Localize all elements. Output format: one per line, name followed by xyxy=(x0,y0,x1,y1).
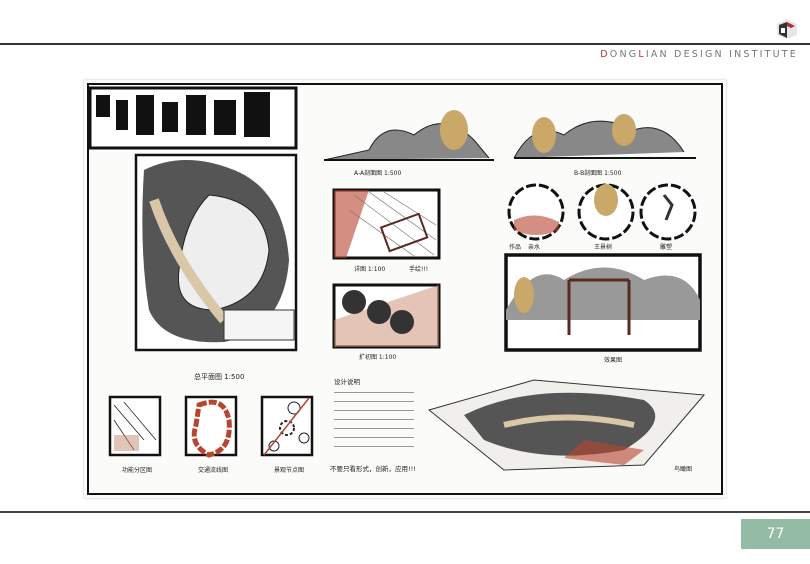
brand-name: DONGLIAN DESIGN INSTITUTE xyxy=(600,49,798,60)
vignette-label: 雕塑 xyxy=(660,244,673,251)
detail-note: 手绘!!! xyxy=(409,266,429,273)
vignette-label: 亲水 xyxy=(528,244,541,251)
aerial-view-title: 鸟瞰图 xyxy=(674,466,693,473)
design-notes-title: 设计说明 xyxy=(334,378,360,386)
perspective-title: 效果图 xyxy=(604,357,623,364)
landscape-design-sheet: 总平面图 1:500 A-A剖面图 1:500 B-B剖面图 1:500 详图 … xyxy=(84,80,726,498)
analysis-title: 景观节点图 xyxy=(274,467,305,474)
perspective-tag: 作品 xyxy=(509,244,522,251)
page-number: 77 xyxy=(741,519,810,549)
analysis-title: 交通流线图 xyxy=(198,467,229,474)
analysis-title: 功能分区图 xyxy=(122,467,153,474)
sketch-drawing xyxy=(87,83,723,495)
cube-logo-icon xyxy=(777,19,797,39)
design-notes-text xyxy=(334,386,414,450)
footer-divider xyxy=(0,511,810,513)
site-plan-title: 总平面图 1:500 xyxy=(194,373,245,381)
vignette-label: 王景树 xyxy=(594,244,613,251)
header-divider xyxy=(0,43,810,45)
design-notes-footer: 不要只看形式，创新，应用!!! xyxy=(330,465,416,473)
section-aa-title: A-A剖面图 1:500 xyxy=(354,170,402,177)
section-bb-title: B-B剖面图 1:500 xyxy=(574,170,622,177)
detail-title: 详图 1:100 xyxy=(354,266,386,273)
extended-detail-title: 扩初图 1:100 xyxy=(359,354,397,361)
